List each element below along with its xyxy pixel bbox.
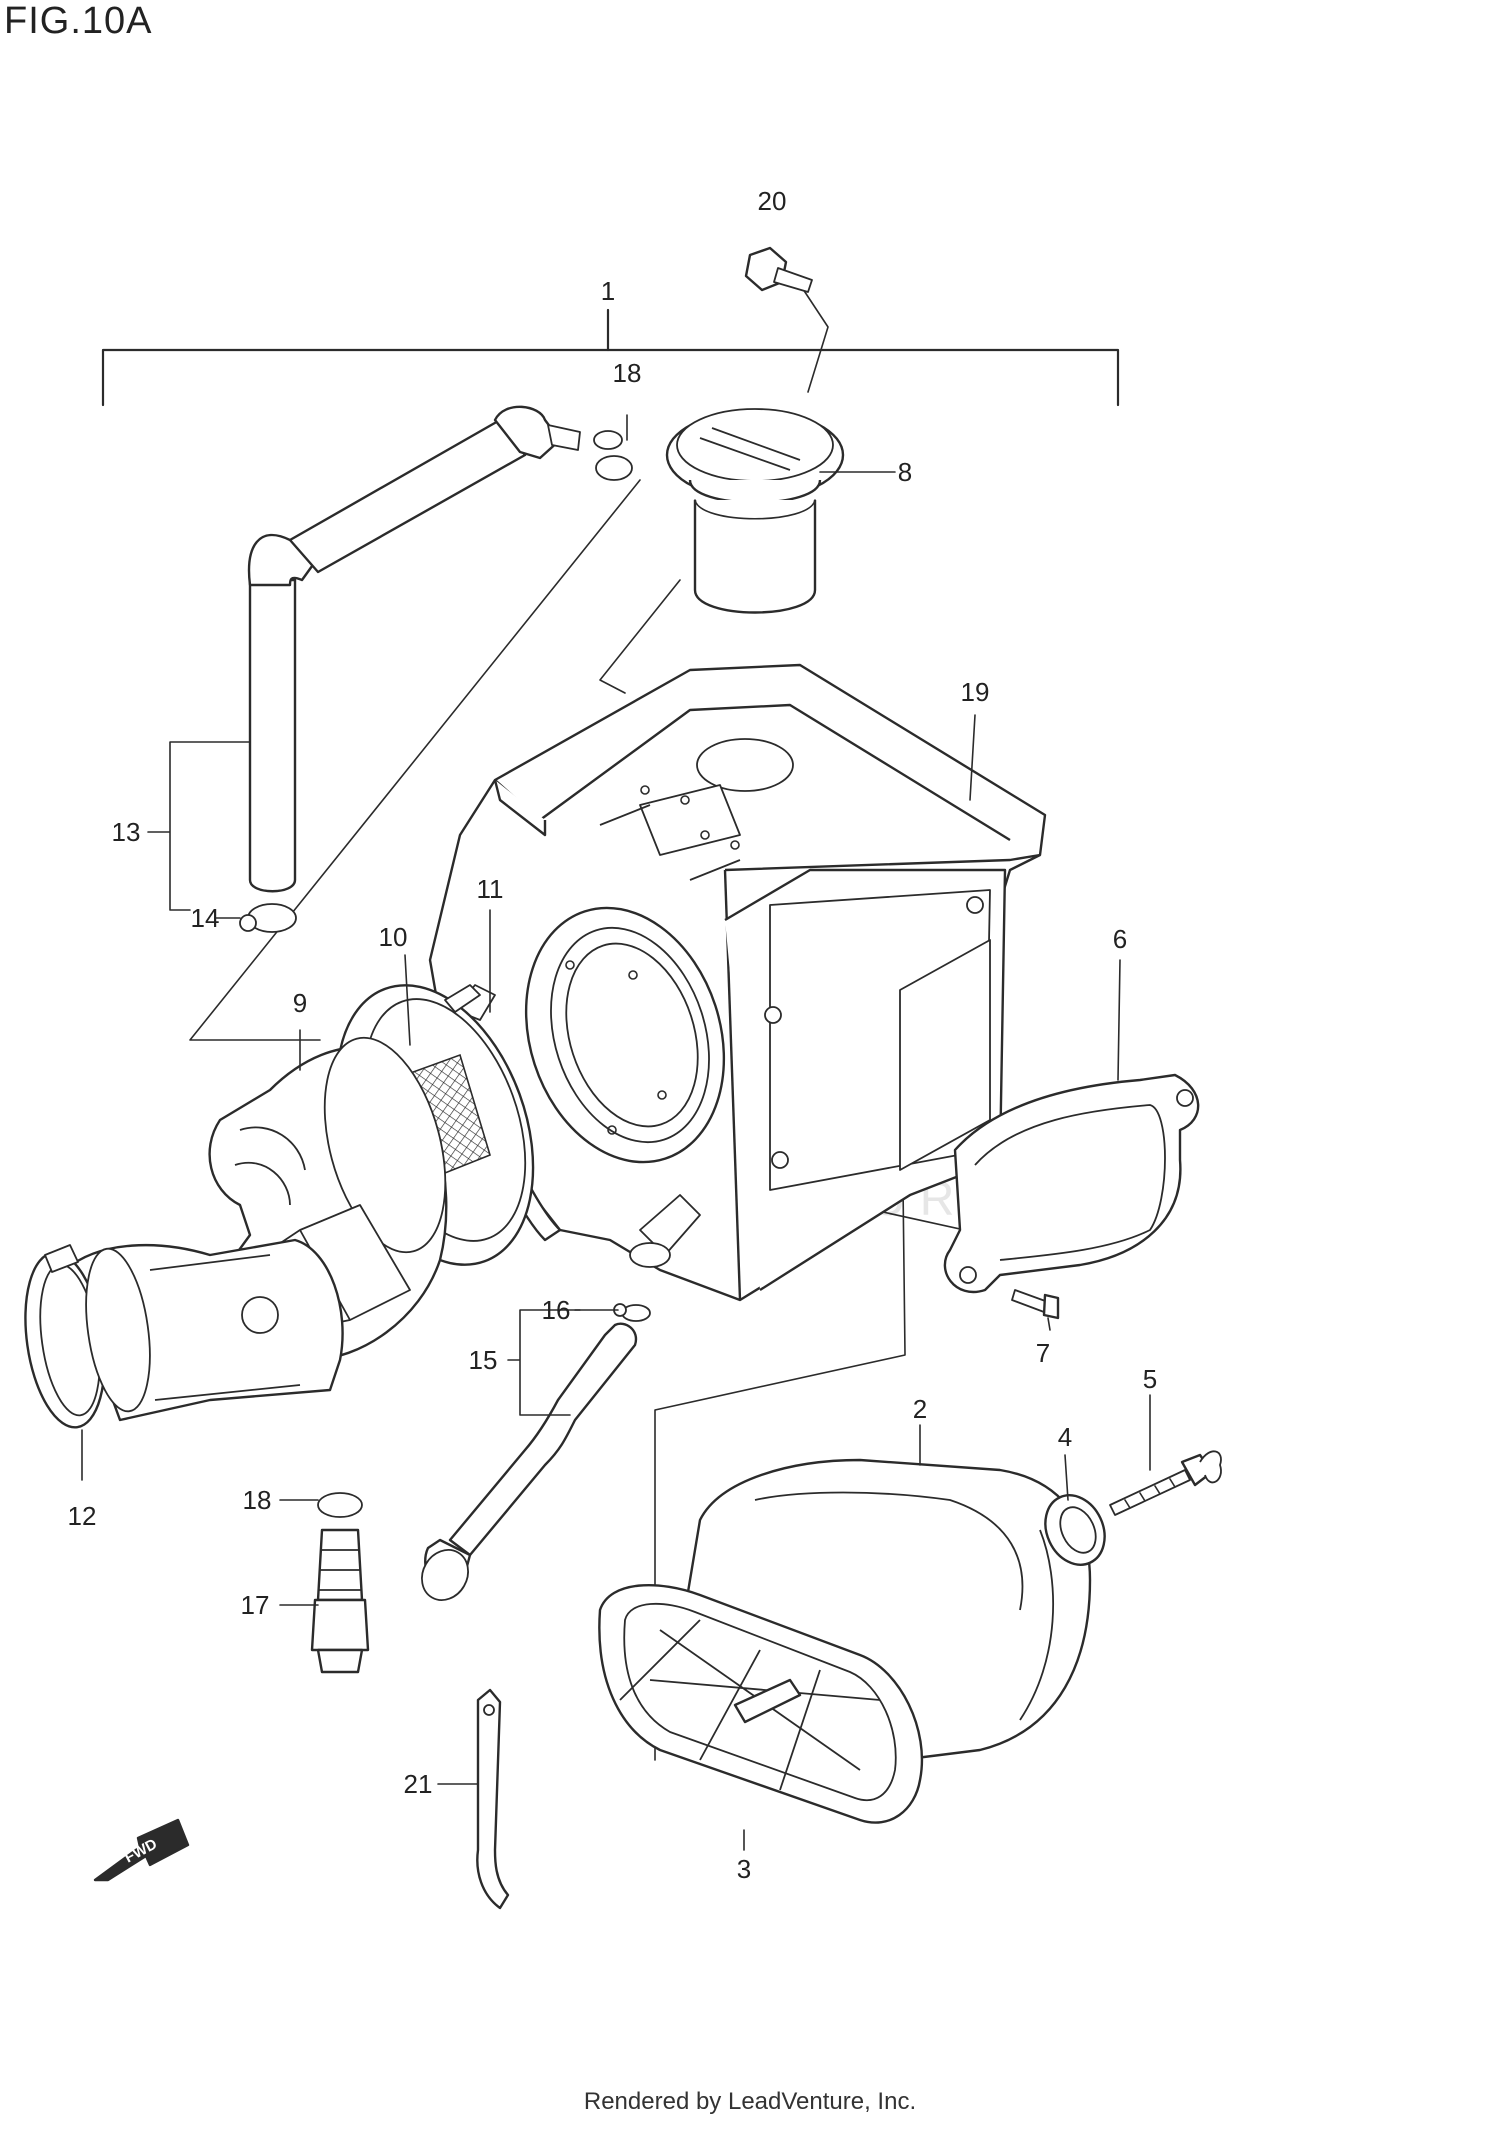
part-20-bolt (744, 246, 813, 293)
callout-4: 4 (1058, 1422, 1072, 1452)
part-13-breather-pipe (239, 405, 633, 933)
callout-16: 16 (542, 1295, 571, 1325)
part-6-side-cover (943, 1073, 1200, 1294)
callout-9: 9 (293, 988, 307, 1018)
callout-3: 3 (737, 1854, 751, 1884)
callout-2: 2 (913, 1394, 927, 1424)
callout-13: 13 (112, 817, 141, 847)
callout-12: 12 (68, 1501, 97, 1531)
part-15-drain-hose (421, 1322, 638, 1601)
callout-17: 17 (241, 1590, 270, 1620)
part-3-filter-cage (598, 1583, 924, 1824)
part-17-drain-plug (310, 1528, 370, 1674)
fwd-arrow: FWD (93, 1818, 190, 1882)
callout-21: 21 (404, 1769, 433, 1799)
callout-18-lower: 18 (243, 1485, 272, 1515)
part-12-boot (24, 1238, 344, 1429)
callout-20: 20 (758, 186, 787, 216)
callout-19: 19 (961, 677, 990, 707)
callout-6: 6 (1113, 924, 1127, 954)
callout-leaders (81, 414, 1151, 1851)
callout-11: 11 (477, 874, 504, 904)
callout-15: 15 (469, 1345, 498, 1375)
part-8-cap (665, 408, 845, 614)
part-21-bracket (476, 1688, 510, 1910)
footer-credit: Rendered by LeadVenture, Inc. (583, 2088, 917, 2115)
part-5-bolt (1109, 1450, 1222, 1516)
callout-7: 7 (1036, 1338, 1050, 1368)
callout-10: 10 (379, 922, 408, 952)
callout-5: 5 (1143, 1364, 1157, 1394)
assembly-bracket (101, 276, 1120, 407)
callout-14: 14 (191, 903, 220, 933)
figure-title: FIG.10A (4, 0, 153, 42)
part-16-clamp (613, 1303, 651, 1322)
part-4-grommet (1044, 1494, 1106, 1566)
part-18-clip-lower (317, 1492, 363, 1518)
callout-18-upper: 18 (613, 358, 642, 388)
part-7-screw (1011, 1289, 1060, 1320)
callout-8: 8 (898, 457, 912, 487)
callouts: 1 2 3 4 5 6 7 8 9 10 11 12 13 14 15 16 1… (68, 186, 1158, 1884)
part-19-airbox (428, 663, 1047, 1302)
callout-1: 1 (601, 276, 615, 306)
